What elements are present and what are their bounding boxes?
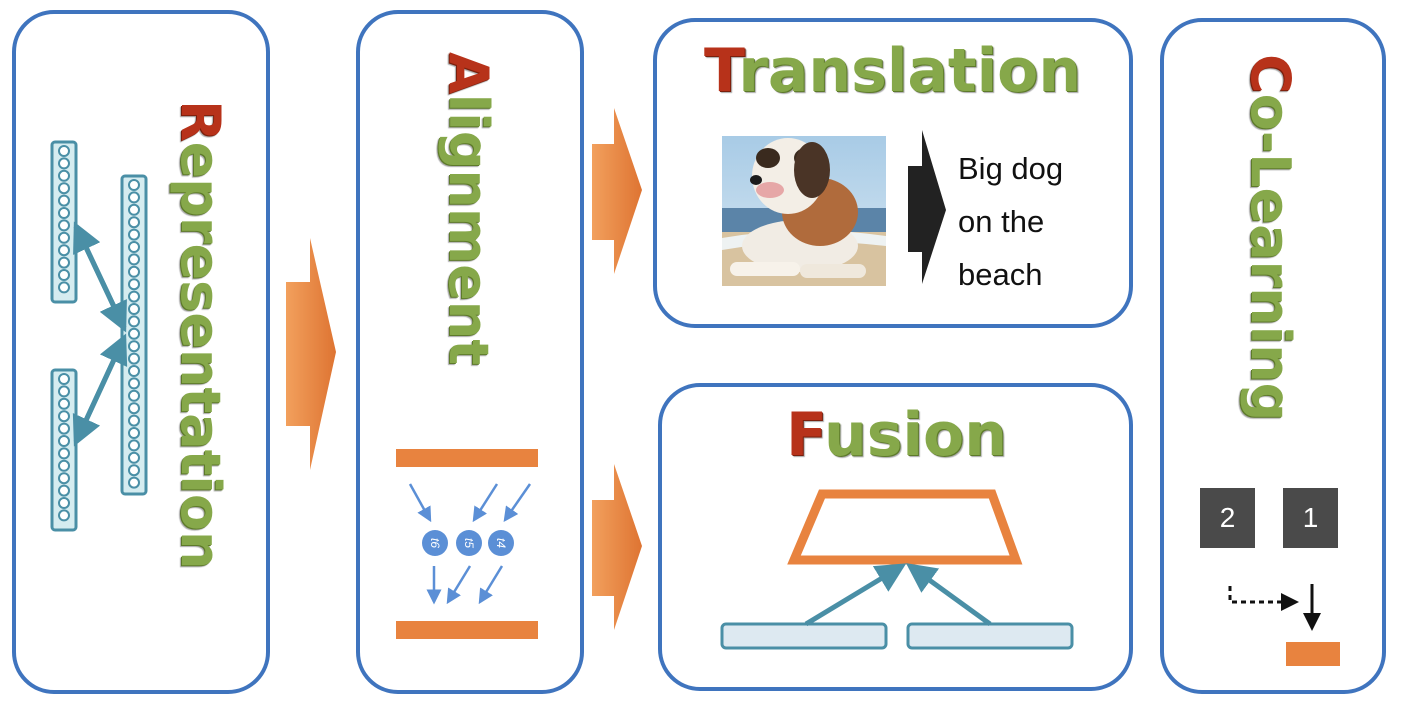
translation-arrow (908, 130, 946, 284)
neuron-node (128, 315, 140, 328)
alignment-title-initial: A (437, 52, 500, 94)
caption-line-3: beach (958, 257, 1043, 292)
neuron-node (58, 281, 70, 294)
arrow-alignment-to-translation (592, 108, 642, 274)
alignment-node-t4: t4 (488, 530, 514, 556)
neuron-node (58, 219, 70, 232)
representation-network (50, 140, 148, 532)
neuron-node (58, 385, 70, 398)
translation-title-initial: T (704, 36, 739, 106)
neuron-node (58, 244, 70, 257)
neuron-node (128, 241, 140, 253)
translation-title: Translation (704, 36, 1081, 106)
colearning-panel (1160, 18, 1386, 694)
colearning-title: Co-Learning (1239, 54, 1302, 421)
neuron-node (58, 435, 70, 447)
neuron-node (128, 253, 140, 266)
arrow-representation-to-alignment (286, 238, 336, 470)
representation-title-initial: R (169, 100, 232, 142)
neuron-node (58, 447, 70, 460)
alignment-title: Alignment (437, 52, 500, 365)
neuron-node (58, 169, 70, 182)
caption-line-1: Big dog (958, 151, 1064, 186)
neuron-node (128, 327, 140, 340)
colearning-block-1: 1 (1283, 488, 1338, 548)
neuron-node (128, 290, 140, 303)
neuron-node (58, 182, 70, 195)
neuron-node (128, 427, 140, 439)
neuron-node (128, 476, 140, 489)
neuron-node (128, 228, 140, 241)
neuron-node (58, 207, 70, 219)
representation-title-rest: epresentation (169, 141, 232, 570)
neuron-node (58, 194, 70, 207)
alignment-node-t5: t5 (456, 530, 482, 556)
neuron-node (128, 414, 140, 427)
alignment-title-rest: lignment (437, 93, 500, 366)
colearning-illustration (1228, 584, 1340, 666)
neuron-node (128, 352, 140, 365)
alignment-panel (356, 10, 584, 694)
neuron-node (58, 509, 70, 522)
neuron-node (58, 422, 70, 435)
neuron-node (58, 397, 70, 410)
neuron-node (58, 157, 70, 170)
neuron-node (128, 191, 140, 204)
colearning-block-2: 2 (1200, 488, 1255, 548)
fusion-title-rest: usion (824, 400, 1007, 470)
neuron-node (58, 497, 70, 509)
neuron-node (58, 472, 70, 485)
dog-photo-image (722, 136, 886, 286)
neuron-node (58, 484, 70, 497)
neuron-node (128, 464, 140, 477)
neuron-node (58, 145, 70, 157)
neuron-node (128, 216, 140, 229)
neuron-node (58, 410, 70, 423)
neuron-node (128, 203, 140, 216)
alignment-node-t6: t6 (422, 530, 448, 556)
neuron-node (58, 231, 70, 244)
fusion-title: Fusion (786, 400, 1007, 470)
translation-title-rest: ranslation (738, 36, 1082, 106)
fusion-illustration (720, 489, 1074, 650)
alignment-illustration (396, 449, 538, 639)
representation-title: Representation (169, 100, 232, 569)
neuron-node (128, 451, 140, 464)
translation-caption: Big dog on the beach (958, 142, 1128, 301)
neuron-node (128, 265, 140, 278)
neuron-node (128, 303, 140, 315)
caption-line-2: on the (958, 204, 1045, 239)
neuron-node (128, 439, 140, 452)
neuron-node (128, 179, 140, 191)
fusion-title-initial: F (786, 400, 824, 470)
neuron-node (128, 340, 140, 353)
colearning-title-rest: o-Learning (1239, 93, 1302, 422)
neuron-node (128, 278, 140, 291)
neuron-node (128, 402, 140, 415)
neuron-node (58, 373, 70, 385)
colearning-title-initial: C (1239, 54, 1302, 94)
neuron-node (128, 389, 140, 402)
arrow-alignment-to-fusion (592, 464, 642, 630)
neuron-node (128, 377, 140, 390)
neuron-node (128, 365, 140, 377)
neuron-node (58, 256, 70, 269)
neuron-node (58, 269, 70, 281)
neuron-node (58, 459, 70, 472)
